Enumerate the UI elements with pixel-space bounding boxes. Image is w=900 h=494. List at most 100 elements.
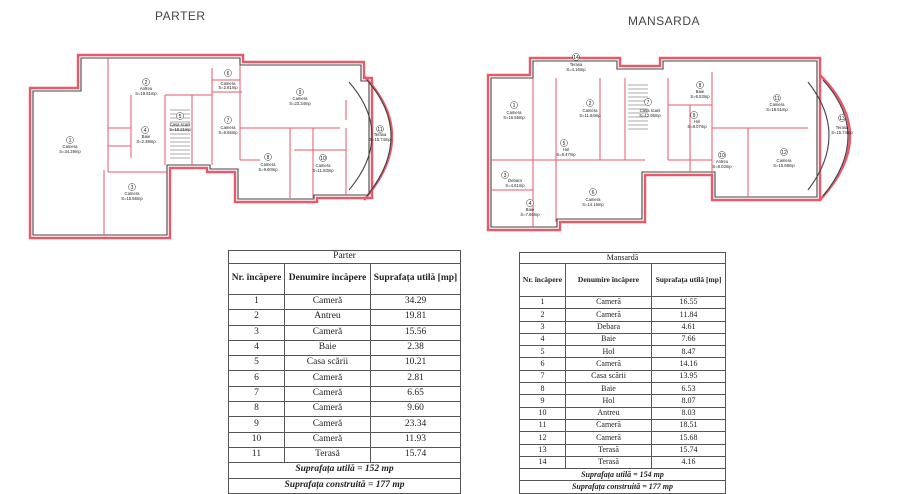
table-cell: Terasă — [284, 446, 371, 464]
table-cell: 6.53 — [651, 382, 726, 396]
table-cell: 23.34 — [370, 416, 461, 433]
svg-text:13: 13 — [839, 116, 845, 122]
svg-text:Terasa: Terasa — [374, 132, 387, 137]
svg-text:Camera: Camera — [583, 108, 599, 113]
svg-text:S=8.47mp: S=8.47mp — [556, 152, 576, 157]
svg-text:5: 5 — [563, 141, 566, 147]
table-cell: 34.29 — [370, 293, 461, 311]
table-cell: 4 — [228, 339, 285, 357]
table-cell: 2.81 — [370, 370, 461, 387]
mansarda-room-9: 9 Hol S=8.07mp — [687, 111, 707, 129]
mansarda-table: Mansardă Nr. încăpere Denumire încăpere … — [519, 252, 726, 494]
parter-room-5: 5 Casa scarii S=10.21mp — [169, 112, 191, 132]
mansarda-room-14: 14 Terasa S=4.16mp — [566, 53, 586, 72]
table-cell: Baie — [284, 339, 371, 357]
svg-text:S=10.21mp: S=10.21mp — [169, 127, 191, 132]
table-cell: 1 — [228, 293, 285, 311]
table-cell: Baie — [565, 382, 652, 396]
svg-text:4: 4 — [144, 128, 147, 134]
mansarda-room-3: 3 Debara S=4.61mp — [501, 171, 525, 188]
mansarda-room-7: 7 Casa scarii S=13.95mp — [639, 98, 661, 118]
table-cell: 15.68 — [651, 431, 726, 445]
mansarda-room-4: 4 Baie S=7.66mp — [520, 199, 540, 217]
table-cell: 9 — [519, 394, 566, 408]
svg-text:3: 3 — [131, 185, 134, 191]
table-cell: 2.38 — [370, 339, 461, 357]
table-cell: 6 — [228, 370, 285, 387]
table-cell: Cameră — [565, 308, 652, 322]
column-header: Nr. încăpere — [228, 263, 285, 295]
table-cell: Antreu — [565, 406, 652, 420]
table-caption: Parter — [228, 250, 461, 264]
svg-text:Camera: Camera — [221, 81, 237, 86]
svg-text:2: 2 — [589, 101, 592, 107]
mansarda-room-2: 2 Camera S=11.84mp — [579, 99, 601, 118]
svg-text:8: 8 — [267, 155, 270, 161]
svg-text:Terasa: Terasa — [836, 125, 849, 130]
parter-room-8: 8 Camera S=9.60mp — [258, 153, 278, 172]
svg-text:9: 9 — [299, 90, 302, 96]
svg-text:S=34.29mp: S=34.29mp — [59, 149, 81, 154]
svg-text:4: 4 — [529, 201, 532, 207]
parter-table: Parter Nr. încăpere Denumire încăpere Su… — [228, 250, 461, 494]
table-cell: 8.47 — [651, 345, 726, 359]
total-construita: Suprafața construită = 177 mp — [519, 480, 726, 494]
svg-text:Camera: Camera — [586, 197, 602, 202]
svg-text:S=2.81mp: S=2.81mp — [218, 85, 238, 90]
svg-text:Camera: Camera — [777, 158, 793, 163]
svg-text:S=13.95mp: S=13.95mp — [639, 113, 661, 118]
table-cell: Cameră — [565, 431, 652, 445]
table-cell: Terasă — [565, 443, 652, 457]
parter-room-4: 4 Baie S=2.38mp — [136, 126, 156, 144]
mansarda-room-13: 13 Terasa S=15.74mp — [831, 114, 853, 135]
table-cell: 10 — [228, 431, 285, 448]
svg-text:S=2.38mp: S=2.38mp — [136, 139, 156, 144]
svg-text:Baie: Baie — [142, 134, 151, 139]
table-cell: Cameră — [284, 385, 371, 403]
svg-text:S=14.16mp: S=14.16mp — [582, 202, 604, 207]
table-cell: 11 — [519, 418, 566, 433]
svg-text:S=7.66mp: S=7.66mp — [520, 212, 540, 217]
total-util: Suprafața utilă = 152 mp — [228, 462, 461, 479]
table-cell: 8 — [519, 382, 566, 396]
table-cell: 15.74 — [370, 446, 461, 464]
table-cell: 4.61 — [651, 320, 726, 334]
svg-text:8: 8 — [699, 83, 702, 89]
table-cell: 16.55 — [651, 295, 726, 310]
svg-text:11: 11 — [377, 127, 382, 133]
table-cell: Cameră — [284, 324, 371, 341]
table-cell: 19.81 — [370, 309, 461, 326]
svg-text:5: 5 — [179, 114, 182, 120]
svg-text:Hol: Hol — [694, 119, 700, 124]
svg-text:7: 7 — [227, 118, 230, 124]
table-cell: Hol — [565, 394, 652, 408]
table-cell: Debara — [565, 320, 652, 334]
table-cell: Cameră — [284, 431, 371, 448]
svg-text:1: 1 — [513, 103, 516, 109]
svg-text:Camera: Camera — [316, 163, 332, 168]
table-cell: 12 — [519, 431, 566, 445]
column-header: Suprafața utilă [mp] — [370, 263, 461, 295]
svg-text:Baie: Baie — [526, 207, 535, 212]
table-cell: Cameră — [284, 401, 371, 418]
svg-text:2: 2 — [145, 80, 148, 86]
svg-text:10: 10 — [719, 153, 725, 159]
parter-room-2: 2 Antreu S=19.81mp — [135, 78, 157, 96]
svg-text:12: 12 — [781, 150, 787, 156]
table-cell: Antreu — [284, 309, 371, 326]
table-caption: Mansardă — [519, 252, 726, 264]
parter-heading: PARTER — [155, 9, 206, 23]
